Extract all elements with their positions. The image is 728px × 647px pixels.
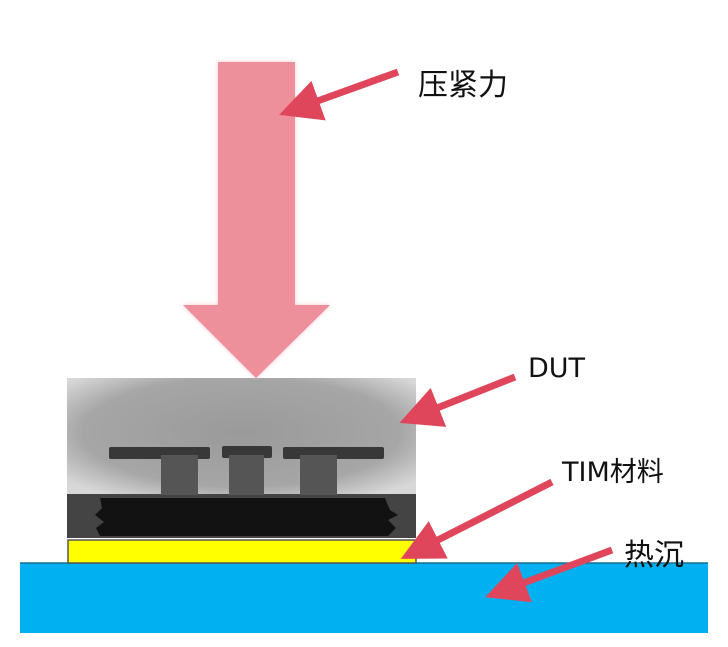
heatsink: [20, 563, 708, 633]
label-heatsink: 热沉: [624, 538, 684, 573]
pointer-arrow-dut: [399, 373, 517, 427]
label-dut: DUT: [528, 353, 586, 384]
pointer-arrow-tim: [400, 478, 554, 559]
dut-package: [67, 378, 416, 538]
force-arrow: [183, 62, 330, 378]
pointer-arrow-heatsink: [485, 546, 614, 603]
label-force: 压紧力: [418, 68, 508, 103]
pointer-arrow-force: [279, 68, 400, 121]
tim-layer: [67, 539, 417, 564]
label-tim: TIM材料: [562, 457, 664, 488]
